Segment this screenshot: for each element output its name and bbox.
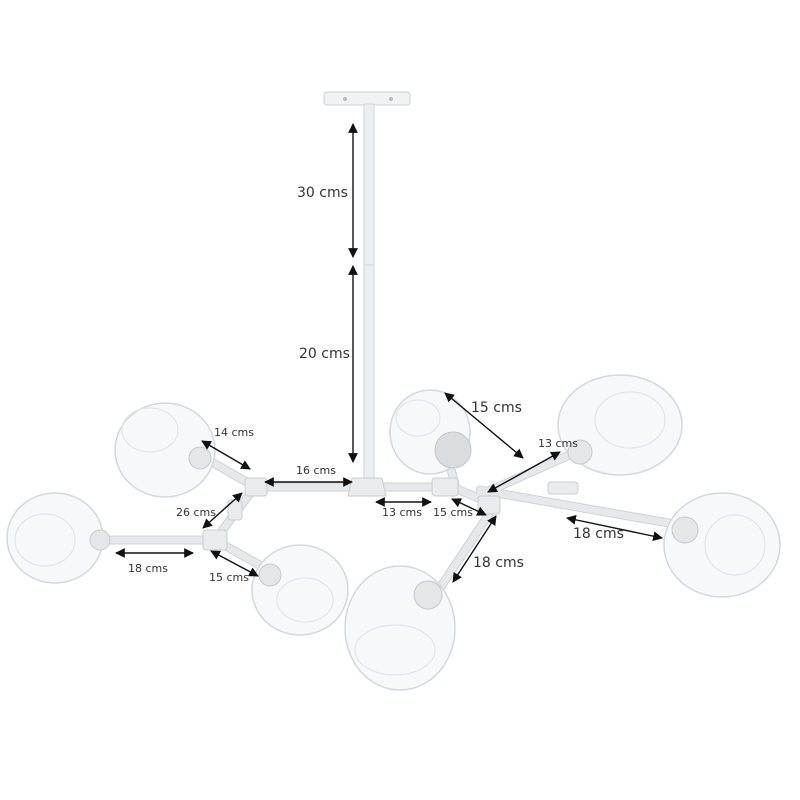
down-rod <box>363 103 375 481</box>
dimension-labels: 30 cms 20 cms 15 cms 13 cms 14 cms 16 cm… <box>128 185 624 584</box>
dim-label-top-globe: 15 cms <box>471 400 522 416</box>
glass-globe <box>344 565 456 691</box>
dim-label-center-right: 13 cms <box>382 506 422 519</box>
dim-label-lower-center: 18 cms <box>473 555 524 571</box>
dim-arrow-right-short <box>451 498 487 516</box>
glass-globe <box>389 389 472 475</box>
dim-label-right-short: 15 cms <box>433 506 473 519</box>
glass-globe <box>557 374 683 476</box>
glass-globe <box>251 544 349 636</box>
dim-arrow-upper-right <box>487 451 561 493</box>
dim-arrow-lower-left <box>210 550 259 577</box>
glass-globe <box>114 402 216 498</box>
dim-arrow-upper-left <box>201 440 251 470</box>
dim-label-center-left: 16 cms <box>296 464 336 477</box>
dim-label-rod-upper: 30 cms <box>297 185 348 201</box>
dim-label-far-right: 18 cms <box>573 526 624 542</box>
dim-label-rod-lower: 20 cms <box>299 346 350 362</box>
dim-arrow-top-globe <box>444 392 524 459</box>
dim-label-upper-right: 13 cms <box>538 437 578 450</box>
dim-label-far-left: 18 cms <box>128 562 168 575</box>
dim-arrow-far-right <box>566 515 663 541</box>
dim-arrow-left-diagonal <box>202 492 243 529</box>
dim-label-left-diagonal: 26 cms <box>176 506 216 519</box>
dimension-arrows <box>115 123 663 583</box>
dim-label-lower-left: 15 cms <box>209 571 249 584</box>
dim-label-upper-left: 14 cms <box>214 426 254 439</box>
glass-globe <box>6 492 111 584</box>
dim-arrow-lower-center <box>452 515 497 583</box>
glass-globe <box>663 492 781 598</box>
ceiling-canopy <box>323 91 411 106</box>
